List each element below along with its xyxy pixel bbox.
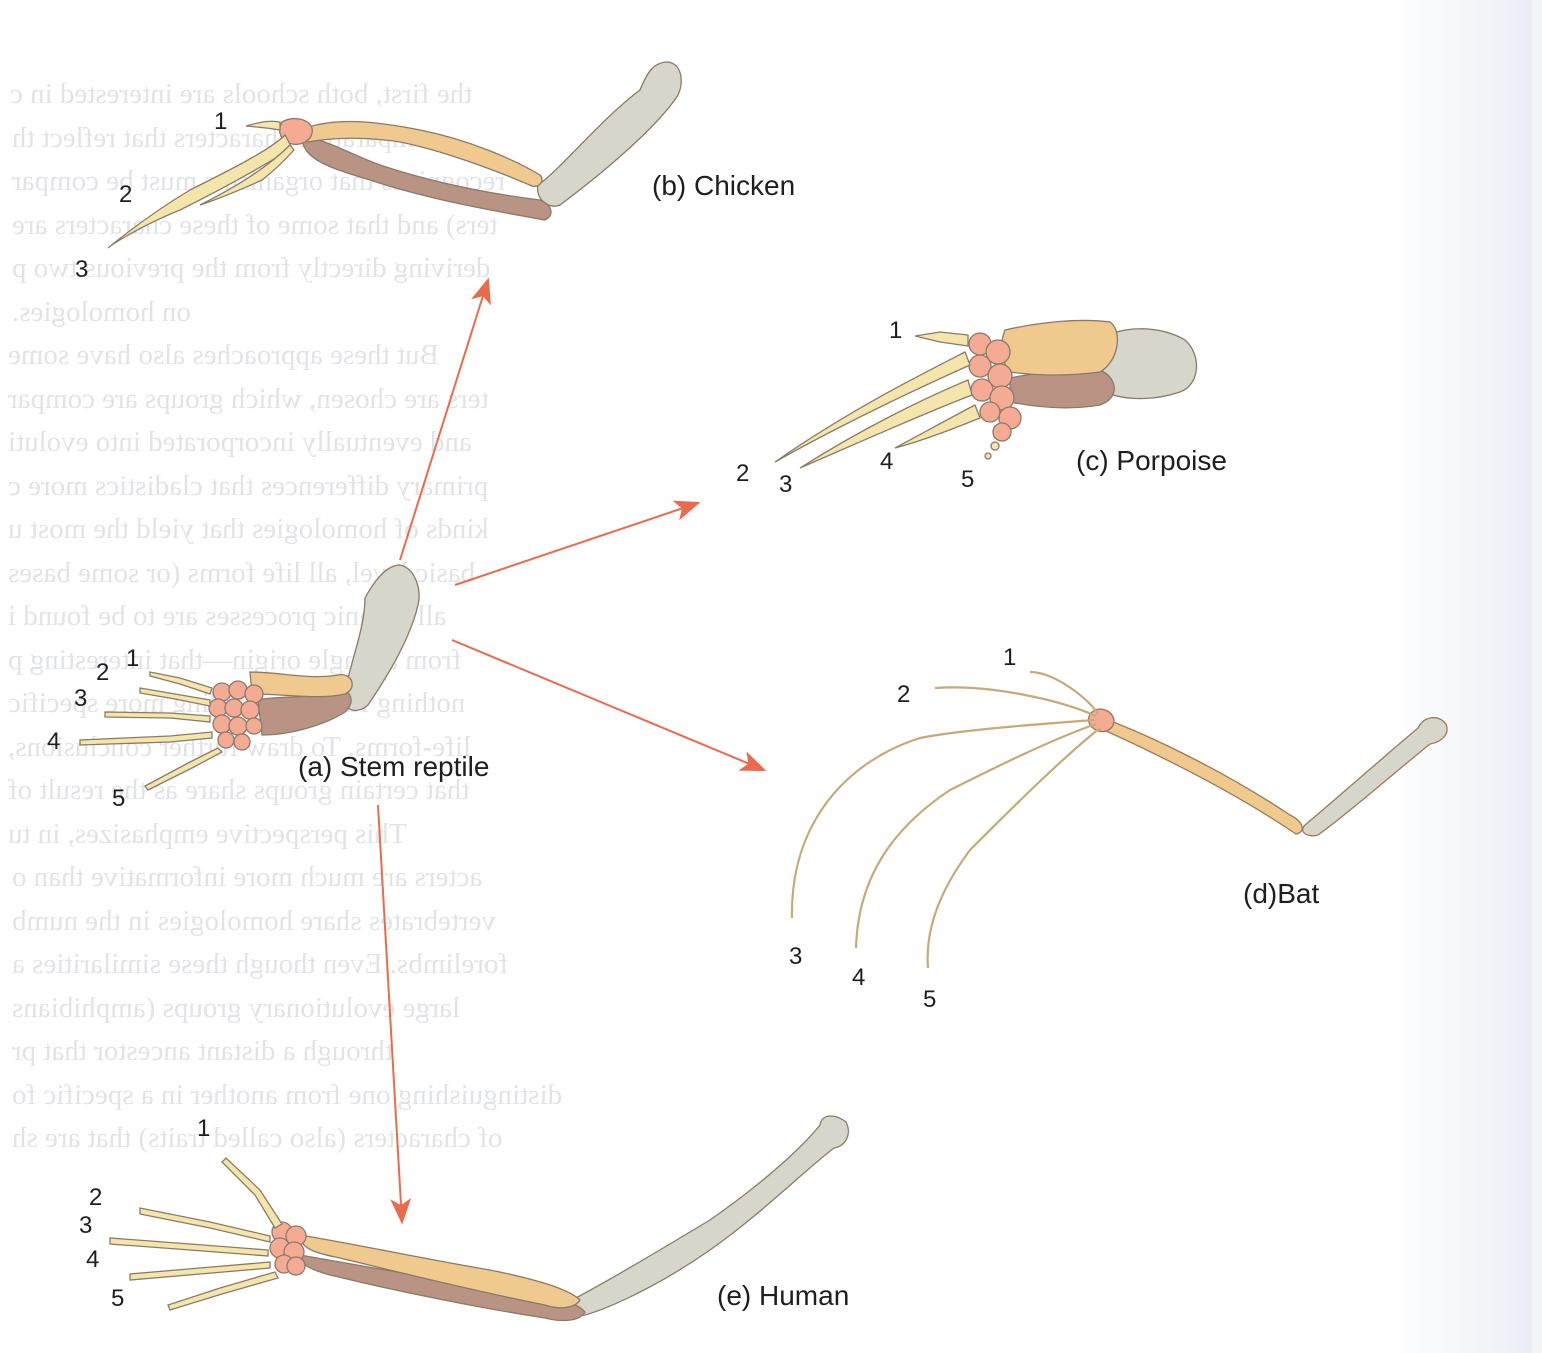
chicken-digit-label-3: 3 xyxy=(75,256,89,283)
human-digits xyxy=(109,1157,283,1311)
bat-humerus xyxy=(1302,717,1448,837)
porpoise-digit-4 xyxy=(894,404,981,449)
human-digit-label-5: 5 xyxy=(111,1285,125,1312)
chicken-digit-label-1: 1 xyxy=(214,108,228,135)
porpoise-digit-label-4: 4 xyxy=(880,448,894,475)
human-digit-label-1: 1 xyxy=(197,1115,211,1142)
caption-stem-reptile: (a) Stem reptile xyxy=(298,751,490,782)
human-digit-label-2: 2 xyxy=(89,1184,103,1211)
bat-digit-label-1: 1 xyxy=(1003,644,1017,671)
human-digit-2 xyxy=(139,1207,271,1243)
stem-reptile-digit-label-1: 1 xyxy=(126,645,140,672)
porpoise-digit-2 xyxy=(774,351,971,463)
porpoise-digit-5-bone xyxy=(990,441,1000,451)
stem-reptile-forelimb xyxy=(79,564,420,791)
stem-reptile-digits xyxy=(79,671,224,791)
porpoise-digits xyxy=(774,331,1000,469)
human-digit-1 xyxy=(221,1157,283,1229)
stem-reptile-humerus xyxy=(343,564,420,712)
chicken-carpals xyxy=(278,117,313,145)
bat-digits xyxy=(790,670,1101,969)
human-digit-label-3: 3 xyxy=(79,1212,93,1239)
human-digit-4 xyxy=(129,1261,271,1281)
stem-reptile-ulna xyxy=(257,688,352,736)
chicken-ulna xyxy=(301,138,552,221)
porpoise-digit-label-2: 2 xyxy=(736,460,750,487)
caption-bat: (d)Bat xyxy=(1243,878,1320,909)
porpoise-carpals xyxy=(968,332,1022,442)
chicken-forelimb xyxy=(107,61,682,249)
porpoise-flipper xyxy=(774,319,1198,469)
stem-reptile-digit-2 xyxy=(139,687,211,707)
human-arm xyxy=(109,1115,849,1322)
porpoise-digit-3 xyxy=(799,379,973,469)
porpoise-digit-5-bone-tip xyxy=(984,452,992,460)
chicken-digit-1 xyxy=(245,120,281,131)
stem-reptile-digit-label-3: 3 xyxy=(74,685,88,712)
evolution-arrows xyxy=(377,277,767,1225)
stem-reptile-digit-4 xyxy=(79,731,213,746)
bat-digit-4 xyxy=(854,722,1097,949)
stem-reptile-digit-3 xyxy=(104,711,211,723)
stem-reptile-digit-label-5: 5 xyxy=(112,785,126,812)
bat-forearm xyxy=(1103,719,1303,835)
human-digit-5 xyxy=(167,1271,279,1311)
human-radius xyxy=(299,1234,581,1309)
porpoise-digit-label-5: 5 xyxy=(961,466,975,493)
bat-digit-1 xyxy=(1029,670,1099,715)
stem-reptile-radius xyxy=(249,671,353,698)
caption-chicken: (b) Chicken xyxy=(652,170,796,201)
bat-wing xyxy=(790,670,1448,969)
arrow-to-porpoise xyxy=(454,500,701,586)
chicken-digit-3 xyxy=(199,144,295,206)
bat-digit-5 xyxy=(926,727,1101,969)
bat-digit-2 xyxy=(934,686,1097,718)
bat-digit-3 xyxy=(790,718,1095,919)
arrow-to-bat xyxy=(451,639,767,771)
porpoise-digit-label-1: 1 xyxy=(889,317,903,344)
stem-reptile-digit-1 xyxy=(149,671,213,695)
chicken-digit-2 xyxy=(107,133,293,249)
porpoise-digit-label-3: 3 xyxy=(779,471,793,498)
arrow-to-human xyxy=(377,804,412,1225)
human-digit-3 xyxy=(109,1237,269,1257)
bat-digit-label-2: 2 xyxy=(897,681,911,708)
caption-human: (e) Human xyxy=(717,1280,850,1311)
chicken-digit-label-2: 2 xyxy=(119,181,133,208)
bat-digit-label-4: 4 xyxy=(852,964,866,991)
arrow-to-chicken xyxy=(399,277,491,561)
chicken-humerus xyxy=(536,61,682,207)
bat-digit-label-5: 5 xyxy=(923,986,937,1013)
stem-reptile-digit-5 xyxy=(144,747,224,791)
porpoise-radius xyxy=(1001,319,1119,376)
stem-reptile-carpals xyxy=(208,680,264,751)
human-digit-label-4: 4 xyxy=(86,1246,100,1273)
bat-digit-label-3: 3 xyxy=(789,943,803,970)
human-carpals xyxy=(269,1221,307,1276)
chicken-radius xyxy=(304,120,543,187)
caption-porpoise: (c) Porpoise xyxy=(1076,445,1227,476)
stem-reptile-digit-label-2: 2 xyxy=(96,659,110,686)
human-humerus xyxy=(566,1115,849,1317)
porpoise-digit-1 xyxy=(914,331,969,347)
stem-reptile-digit-label-4: 4 xyxy=(47,728,61,755)
